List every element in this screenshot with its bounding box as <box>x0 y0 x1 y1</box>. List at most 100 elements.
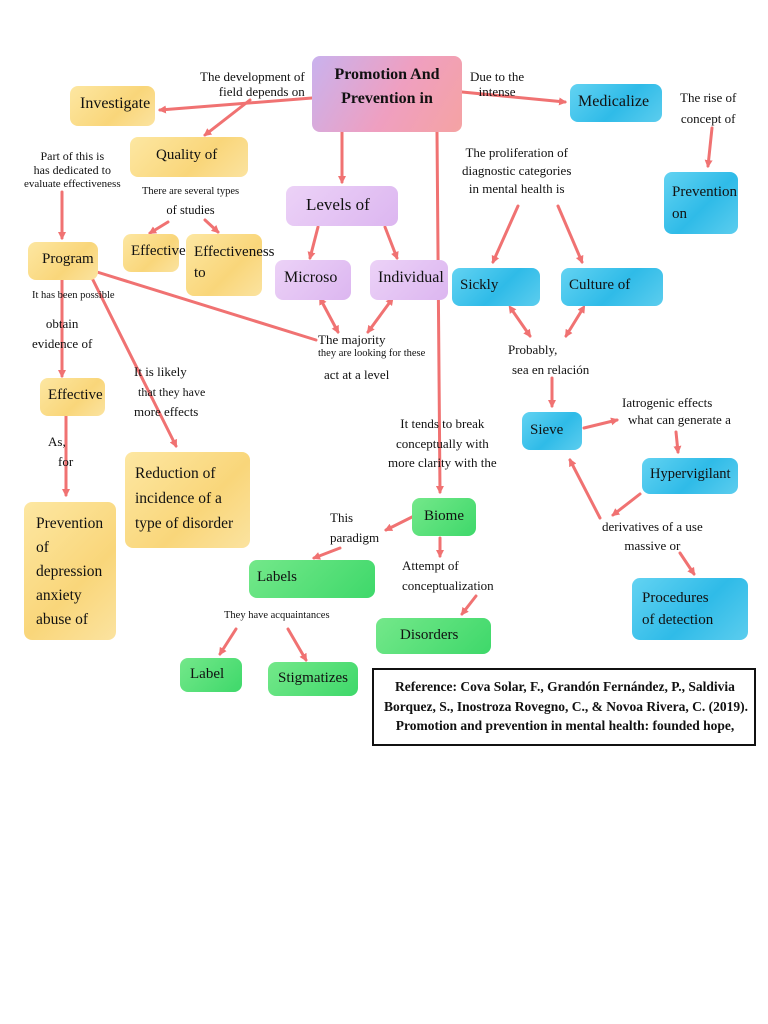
link-due-to-line1: Due to the <box>470 69 525 84</box>
node-effectiveness-line1: Effectiveness <box>194 244 275 260</box>
arrow-central-investigate <box>158 96 314 114</box>
node-quality[interactable]: Quality of <box>130 137 248 177</box>
node-effectiveness[interactable]: Effectiveness to <box>186 234 275 296</box>
link-several-types-line2: of studies <box>166 203 215 218</box>
node-medicalize[interactable]: Medicalize <box>570 84 662 122</box>
arrow-quality-effectiveness <box>203 218 220 234</box>
node-program[interactable]: Program <box>28 242 98 280</box>
link-development: The development of field depends on <box>200 69 305 100</box>
arrow-derivatives-sieve <box>568 458 602 520</box>
node-effective-small[interactable]: Effective <box>123 234 186 272</box>
link-tends-line2: conceptually with <box>395 435 489 451</box>
procedures-line2: of detection <box>642 611 714 628</box>
link-obtain: obtain evidence of <box>32 314 92 354</box>
node-sickly[interactable]: Sickly <box>452 268 540 306</box>
node-stigmatizes-label: Stigmatizes <box>278 670 348 686</box>
prevention-depression-line1: Prevention <box>36 515 104 532</box>
link-iatrogenic: Iatrogenic effects what can generate a <box>622 395 731 428</box>
node-sickly-label: Sickly <box>460 277 499 293</box>
link-proliferation-line3: in mental health is <box>468 181 565 197</box>
node-sieve[interactable]: Sieve <box>522 412 582 450</box>
arrow-proliferation-sickly <box>491 204 520 264</box>
node-biome[interactable]: Biome <box>412 498 476 536</box>
link-proliferation-line2: diagnostic categories <box>462 163 572 179</box>
node-prevention-depression[interactable]: Prevention of depression anxiety abuse o… <box>24 502 116 640</box>
arrow-hypervigilant-derivatives <box>611 492 642 517</box>
central-node[interactable]: Promotion And Prevention in <box>312 56 462 132</box>
link-derivatives-line1: derivatives of a use <box>602 519 703 534</box>
link-majority: The majority they are looking for these … <box>318 332 425 383</box>
link-proliferation: The proliferation of diagnostic categori… <box>462 144 571 199</box>
node-effective-label: Effective <box>48 387 103 403</box>
node-individual[interactable]: Individual <box>370 260 448 300</box>
node-hypervigilant-label: Hypervigilant <box>650 466 731 482</box>
node-levels-label: Levels of <box>306 195 370 214</box>
central-title-line2: Prevention in <box>341 90 433 108</box>
link-possible: It has been possible <box>32 290 115 302</box>
link-due-to: Due to the intense <box>470 69 525 100</box>
link-proliferation-line1: The proliferation of <box>465 145 568 160</box>
link-tends: It tends to break conceptually with more… <box>388 414 497 473</box>
node-levels[interactable]: Levels of <box>286 186 398 226</box>
node-disorders[interactable]: Disorders <box>376 618 491 654</box>
link-derivatives-line2: massive or <box>624 537 681 553</box>
link-possible-text: It has been possible <box>32 290 115 301</box>
link-development-line1: The development of <box>200 69 305 84</box>
node-culture[interactable]: Culture of <box>561 268 663 306</box>
link-obtain-line2: evidence of <box>32 336 93 352</box>
node-culture-label: Culture of <box>569 277 631 293</box>
link-probably-line1: Probably, <box>508 342 558 357</box>
node-microso[interactable]: Microso <box>275 260 351 300</box>
procedures-line1: Procedures <box>642 590 709 606</box>
link-likely: It is likely that they have more effects <box>134 362 205 423</box>
prevention-on-line1: Prevention <box>672 184 737 200</box>
node-individual-label: Individual <box>378 269 444 286</box>
link-as-for-line1: As, <box>48 434 66 449</box>
central-title-line1: Promotion And <box>334 66 440 83</box>
node-label-label: Label <box>190 666 225 682</box>
link-derivatives: derivatives of a use massive or <box>602 518 703 556</box>
reduction-line1: Reduction of <box>135 465 216 482</box>
link-likely-line3: more effects <box>134 403 199 419</box>
arrow-iatrogenic-hypervigilant <box>673 430 682 454</box>
node-hypervigilant[interactable]: Hypervigilant <box>642 458 738 494</box>
prevention-depression-line3: depression <box>36 563 103 581</box>
link-acquaintances-text: They have acquaintances <box>224 610 330 621</box>
link-part-of-this-line2: has dedicated to <box>33 162 111 177</box>
reference-line2: Borquez, S., Inostroza Rovegno, C., & No… <box>384 698 748 714</box>
node-labels[interactable]: Labels <box>249 560 375 598</box>
prevention-depression-line5: abuse of <box>36 611 89 629</box>
node-investigate[interactable]: Investigate <box>70 86 155 126</box>
node-prevention-on[interactable]: Prevention on <box>664 172 738 234</box>
link-as-for: As, for <box>48 432 73 471</box>
link-paradigm-line1: This <box>330 510 354 525</box>
node-reduction[interactable]: Reduction of incidence of a type of diso… <box>125 452 250 548</box>
reference-line3: Promotion and prevention in mental healt… <box>395 718 735 734</box>
node-sieve-label: Sieve <box>530 422 564 438</box>
link-several-types: There are several types of studies <box>142 186 239 217</box>
arrow-labels-label <box>218 627 238 656</box>
arrow-paradigm-labels <box>312 546 342 560</box>
node-label[interactable]: Label <box>180 658 242 692</box>
node-procedures[interactable]: Procedures of detection <box>632 578 748 640</box>
node-program-label: Program <box>42 251 94 267</box>
link-as-for-line2: for <box>58 453 74 469</box>
link-likely-line1: It is likely <box>134 364 187 379</box>
reference-box: Reference: Cova Solar, F., Grandón Ferná… <box>372 668 756 746</box>
link-development-line2: field depends on <box>218 83 305 99</box>
link-probably: Probably, sea en relación <box>508 340 589 379</box>
node-effective[interactable]: Effective <box>40 378 105 416</box>
link-paradigm-line2: paradigm <box>330 529 380 545</box>
node-effective-small-label: Effective <box>131 243 186 259</box>
link-attempt-line2: conceptualization <box>402 577 494 593</box>
arrow-central-quality <box>203 98 252 137</box>
arrow-proliferation-culture <box>556 204 584 264</box>
link-acquaintances: They have acquaintances <box>224 610 330 622</box>
link-rise: The rise of concept of <box>680 88 736 130</box>
node-labels-label: Labels <box>257 569 297 585</box>
node-stigmatizes[interactable]: Stigmatizes <box>268 662 358 696</box>
link-tends-line1: It tends to break <box>400 416 485 431</box>
reduction-line3: type of disorder <box>135 514 234 532</box>
